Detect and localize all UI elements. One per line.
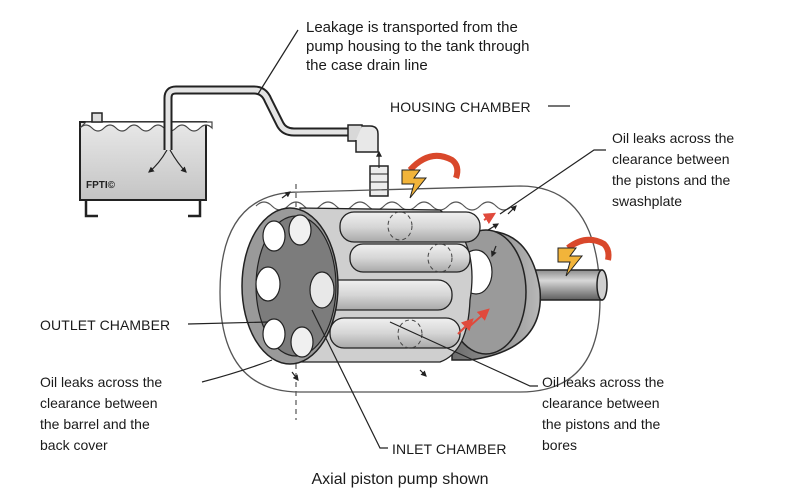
tank-logo: FPTI© xyxy=(86,180,116,191)
flow-arrows xyxy=(281,191,517,381)
leader-lines xyxy=(187,29,606,449)
drive-shaft xyxy=(529,269,608,301)
reservoir-tank: FPTI© xyxy=(79,112,213,218)
label-inlet-chamber: INLET CHAMBER xyxy=(392,441,507,457)
label-pistons-bores: Oil leaks across the clearance between t… xyxy=(542,374,665,453)
label-outlet-chamber: OUTLET CHAMBER xyxy=(40,317,171,333)
rotation-arrow-icon xyxy=(401,152,461,199)
piston-rods xyxy=(311,211,481,349)
shaft-rotation-icon xyxy=(557,236,612,277)
case-drain-line xyxy=(163,85,389,197)
label-housing-chamber: HOUSING CHAMBER xyxy=(390,99,531,115)
leak-arrow-icon xyxy=(457,212,497,335)
diagram-caption: Axial piston pump shown xyxy=(311,471,489,488)
label-barrel-back-cover: Oil leaks across the clearance between t… xyxy=(40,374,163,453)
label-leakage-transport: Leakage is transported from the pump hou… xyxy=(306,19,530,74)
label-pistons-swashplate: Oil leaks across the clearance between t… xyxy=(612,130,735,209)
barrel xyxy=(241,207,481,365)
